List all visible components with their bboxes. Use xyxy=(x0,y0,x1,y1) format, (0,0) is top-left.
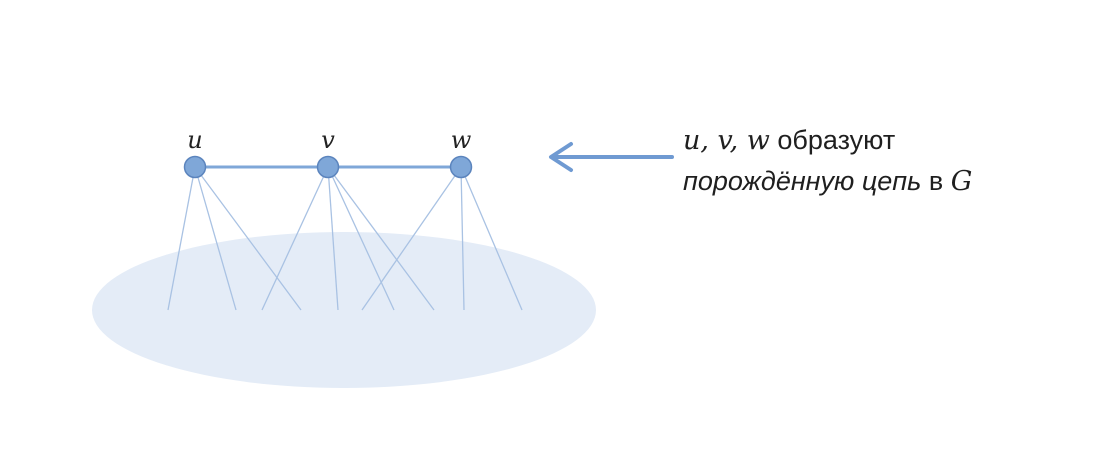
edge-v-2 xyxy=(327,166,339,311)
pointer-arrow xyxy=(549,142,674,172)
annotation-preposition: в xyxy=(921,166,951,196)
edge-w-2 xyxy=(460,166,465,311)
arrow-head xyxy=(549,142,573,172)
vertex-nodes xyxy=(183,155,473,179)
annotation-text: u, v, w образуют порождённую цепь в G xyxy=(683,120,1083,202)
vertex-w xyxy=(449,155,473,179)
vertex-label-v: v xyxy=(321,126,335,154)
annotation-graph-symbol: G xyxy=(950,166,973,197)
annotation-line-1: u, v, w образуют xyxy=(683,120,1083,161)
edge-w-3 xyxy=(460,166,523,311)
edge-v-3 xyxy=(327,166,395,311)
edge-u-2 xyxy=(194,166,237,311)
edge-u-3 xyxy=(194,166,302,311)
vertex-label-w: w xyxy=(451,126,472,154)
edge-w-1 xyxy=(361,166,462,311)
vertex-v xyxy=(316,155,340,179)
edge-v-1 xyxy=(261,166,329,311)
vertex-u xyxy=(183,155,207,179)
annotation-verb: образуют xyxy=(769,125,896,155)
graph-region xyxy=(92,232,596,388)
edge-u-1 xyxy=(167,166,196,311)
fan-edges xyxy=(167,166,523,311)
vertex-label-u: u xyxy=(187,126,202,154)
annotation-vertex-list: u, v, w xyxy=(683,125,770,156)
annotation-induced-path: порождённую цепь xyxy=(683,166,922,196)
annotation-line-2: порождённую цепь в G xyxy=(683,161,1083,202)
edge-v-4 xyxy=(327,166,435,311)
